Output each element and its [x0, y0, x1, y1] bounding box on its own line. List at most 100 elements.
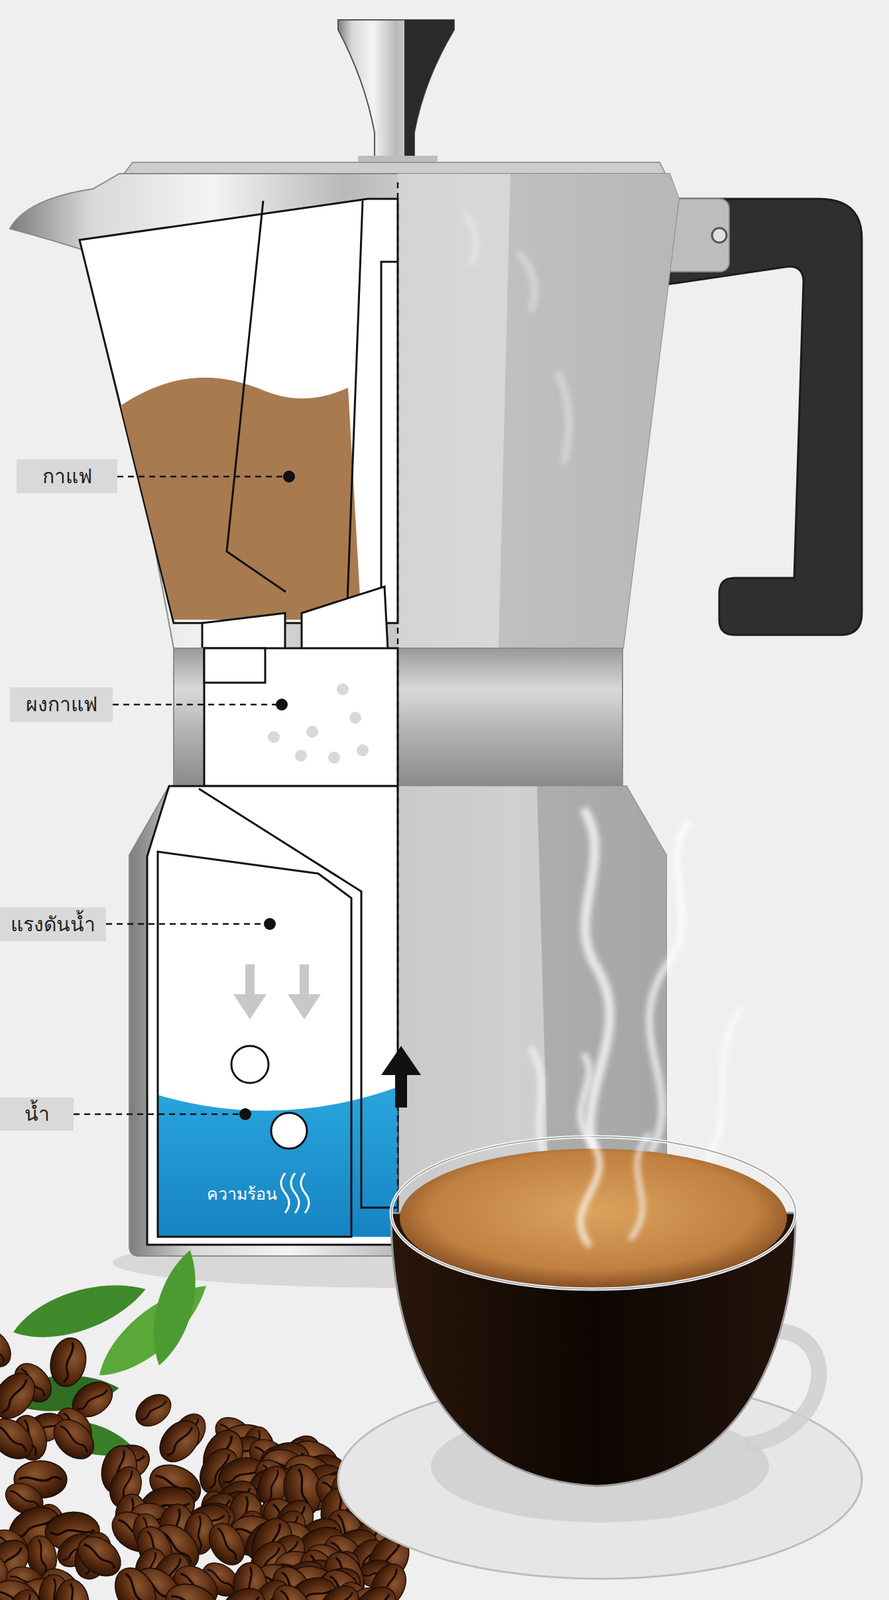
lid-knob — [338, 19, 455, 160]
bean-crease — [279, 1589, 305, 1600]
bean-crease — [124, 1572, 149, 1600]
basket-rim — [204, 648, 266, 683]
bean-crease — [69, 1583, 77, 1600]
coffee-bean — [312, 1578, 366, 1600]
part-label: ความร้อน — [206, 1180, 278, 1208]
crema — [399, 1148, 787, 1289]
chamber-panel — [226, 200, 363, 602]
knob-dark-side — [404, 19, 455, 160]
bean-shell — [0, 1323, 18, 1375]
bean-crease — [166, 1426, 194, 1458]
arrow-shaft — [245, 964, 255, 997]
metal-stain — [464, 212, 569, 465]
bean-crease — [18, 1477, 63, 1482]
bean-crease — [0, 1333, 6, 1363]
steam — [530, 808, 743, 1167]
bean-shell — [160, 1577, 223, 1600]
arrow-shaft — [299, 964, 309, 997]
bean-crease — [359, 1593, 392, 1600]
bean-crease — [325, 1592, 355, 1600]
coffee-bean — [1, 1585, 45, 1600]
coffee-bean — [106, 1561, 164, 1600]
leaf — [142, 1245, 207, 1370]
ground-dot — [295, 749, 307, 762]
bean-crease — [16, 1594, 32, 1600]
coffee-bean — [53, 1578, 92, 1600]
coffee-bean — [151, 1413, 207, 1470]
bean-crease — [139, 1400, 168, 1423]
arrow-head — [233, 994, 267, 1020]
bean-shell — [106, 1561, 164, 1600]
ground-dot — [328, 751, 341, 764]
filter-plate — [202, 613, 286, 650]
steam-wisp — [649, 822, 690, 1154]
bean-crease — [170, 1594, 213, 1600]
pressure-arrows — [233, 964, 321, 1020]
bean-shell — [129, 1388, 178, 1434]
coffee-bean — [0, 1410, 41, 1468]
hinge-pin — [711, 228, 727, 243]
callout-box: น้ำ — [0, 1097, 74, 1131]
basket-cutaway — [204, 648, 398, 787]
cup-steam — [580, 1054, 650, 1247]
coffee-grounds — [267, 683, 369, 764]
upper-facet — [397, 173, 511, 649]
callout-text: กาแฟ — [42, 459, 93, 494]
leader-line — [106, 923, 270, 926]
bean-crease — [226, 1596, 261, 1600]
callout-text: ผงกาแฟ — [25, 687, 98, 722]
leader-line — [73, 1113, 246, 1116]
ground-dot — [306, 725, 319, 738]
steam-wisp — [702, 1007, 743, 1167]
bean-shell — [202, 1517, 252, 1572]
arrow-head — [287, 994, 321, 1020]
callout-box: ผงกาแฟ — [9, 687, 113, 722]
bean-shell — [53, 1578, 92, 1600]
coffee-bean — [202, 1517, 252, 1572]
leader-dot — [263, 918, 276, 931]
ground-dot — [336, 683, 349, 696]
leader-line — [117, 475, 290, 478]
bean-crease — [9, 1489, 40, 1507]
leader-line — [112, 704, 282, 707]
callout-text: แรงดันน้ำ — [10, 907, 96, 942]
callout-text: น้ำ — [24, 1097, 50, 1131]
leader-dot — [239, 1108, 252, 1121]
ground-dot — [267, 731, 280, 744]
bean-shell — [151, 1413, 207, 1470]
coffee-bean — [129, 1388, 178, 1434]
bean-shell — [46, 1412, 102, 1468]
bean-crease — [267, 1469, 280, 1503]
callout-box: แรงดันน้ำ — [0, 907, 107, 942]
cup-rim — [391, 1136, 796, 1290]
bean-crease — [50, 1529, 95, 1536]
filter-plate — [301, 586, 388, 650]
coffee-bean — [265, 1577, 320, 1600]
heat-waves — [281, 1173, 309, 1214]
steam-wisp — [530, 1047, 551, 1167]
steam-wisp — [629, 1133, 650, 1240]
bean-crease — [62, 1342, 75, 1383]
bean-shell — [213, 1581, 272, 1600]
funnel-tube — [198, 788, 398, 1208]
bean-shell — [346, 1579, 404, 1600]
bean-shell — [312, 1578, 366, 1600]
bean-crease — [76, 1388, 109, 1412]
lower-cutaway — [147, 786, 398, 1245]
center-axis — [397, 182, 400, 1214]
steam-bubble — [231, 1046, 269, 1084]
steam-wisp — [583, 808, 610, 1161]
upper-cutaway — [79, 198, 398, 624]
leader-dot — [283, 470, 296, 483]
leader-dot — [275, 698, 288, 711]
upper-chamber — [9, 173, 679, 649]
callout-box: กาแฟ — [16, 459, 118, 494]
boiler-wall — [157, 851, 352, 1238]
leaf — [86, 1270, 219, 1391]
bean-shell — [0, 1410, 41, 1468]
bean-crease — [83, 1543, 117, 1570]
flow-arrow-head — [381, 1046, 421, 1076]
flow-arrow-shaft — [395, 1070, 408, 1108]
